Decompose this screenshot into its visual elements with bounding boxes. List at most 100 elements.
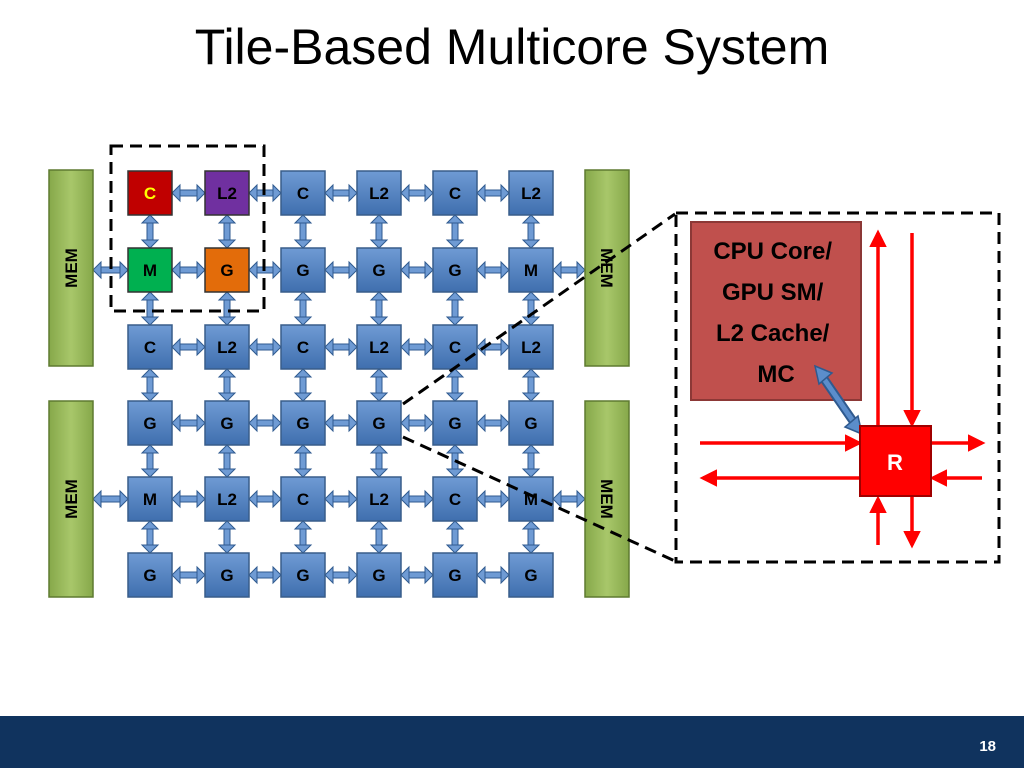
mesh-link-vertical [140, 214, 160, 249]
mem-bank-left-top: MEM [48, 169, 94, 367]
tile-c: C [127, 170, 173, 216]
mesh-link-horizontal [248, 337, 282, 357]
router-label: R [887, 450, 903, 475]
tile-label: M [143, 490, 157, 509]
tile-g: G [432, 247, 478, 293]
tile-c: C [127, 324, 173, 370]
tile-g: G [280, 552, 326, 598]
tile-label: G [220, 261, 233, 280]
slide-title: Tile-Based Multicore System [194, 19, 830, 75]
tile-label: C [297, 490, 309, 509]
tile-label: L2 [217, 490, 237, 509]
tile-label: G [524, 566, 537, 585]
mesh-link-horizontal [476, 260, 510, 280]
mesh-link-horizontal [171, 489, 206, 509]
mesh-link-vertical [369, 368, 389, 402]
mesh-link-vertical [217, 444, 237, 478]
mesh-link-vertical [369, 520, 389, 554]
tile-g: G [127, 400, 173, 446]
mesh-link-vertical [445, 214, 465, 249]
mesh-link-horizontal [324, 260, 358, 280]
mem-bank-right-bottom: MEM [584, 400, 630, 598]
tile-label: L2 [369, 184, 389, 203]
zoom-line-bottom [402, 435, 676, 563]
mesh-link-horizontal [476, 337, 510, 357]
tile-label: G [143, 566, 156, 585]
tile-label: G [220, 414, 233, 433]
mesh-link-vertical [521, 214, 541, 249]
mem-bank-label: MEM [62, 479, 81, 519]
mesh-link-vertical [217, 291, 237, 326]
tile-g: G [280, 247, 326, 293]
tile-label: C [297, 184, 309, 203]
mesh-link-horizontal [476, 183, 510, 203]
mem-link [552, 489, 586, 509]
tile-g: G [204, 400, 250, 446]
mem-bank-label: MEM [62, 248, 81, 288]
mesh-link-vertical [369, 214, 389, 249]
mesh-link-vertical [521, 368, 541, 402]
mesh-link-vertical [521, 520, 541, 554]
tile-l2: L2 [204, 170, 250, 216]
tile-g: G [508, 552, 554, 598]
mesh-link-horizontal [400, 565, 434, 585]
tile-g: G [204, 247, 250, 293]
tile-label: G [296, 261, 309, 280]
tile-label: M [524, 261, 538, 280]
mesh-link-horizontal [171, 260, 206, 280]
mesh-link-vertical [521, 291, 541, 326]
mesh-link-vertical [140, 291, 160, 326]
tile-g: G [127, 552, 173, 598]
router-detail-zoom: CPU Core/ GPU SM/ L2 Cache/ MC R [674, 211, 1001, 564]
tile-label: G [448, 566, 461, 585]
mesh-link-vertical [293, 368, 313, 402]
tile-label: G [372, 261, 385, 280]
mesh-link-vertical [293, 520, 313, 554]
footer-bar: 18 [0, 716, 1024, 768]
tile-c: C [280, 170, 326, 216]
mesh-link-horizontal [400, 183, 434, 203]
processing-element-block [690, 221, 862, 401]
tile-g: G [204, 552, 250, 598]
tile-label: G [448, 261, 461, 280]
mesh-link-vertical [293, 214, 313, 249]
tile-label: G [143, 414, 156, 433]
mem-bank-label: MEM [597, 479, 616, 519]
mesh-link-vertical [217, 214, 237, 249]
tile-l2: L2 [508, 324, 554, 370]
tile-label: G [372, 566, 385, 585]
mesh-link-vertical [445, 520, 465, 554]
tile-l2: L2 [204, 324, 250, 370]
mesh-link-horizontal [324, 337, 358, 357]
tile-label: G [448, 414, 461, 433]
tile-l2: L2 [356, 476, 402, 522]
mesh-link-horizontal [171, 565, 206, 585]
tile-l2: L2 [356, 170, 402, 216]
tile-g: G [356, 552, 402, 598]
tile-label: L2 [521, 338, 541, 357]
zoom-line-top [402, 212, 676, 406]
tile-label: G [372, 414, 385, 433]
tile-g: G [432, 552, 478, 598]
tile-g: G [356, 247, 402, 293]
mesh-link-horizontal [171, 337, 206, 357]
mesh-link-horizontal [171, 413, 206, 433]
mesh-link-horizontal [476, 413, 510, 433]
mesh-link-horizontal [248, 489, 282, 509]
mesh-link-horizontal [400, 489, 434, 509]
tile-label: C [144, 338, 156, 357]
tile-label: C [297, 338, 309, 357]
tile-label: L2 [217, 338, 237, 357]
tile-c: C [432, 324, 478, 370]
tile-label: M [143, 261, 157, 280]
tile-l2: L2 [204, 476, 250, 522]
tile-c: C [280, 324, 326, 370]
tile-label: G [296, 566, 309, 585]
mesh-link-horizontal [248, 565, 282, 585]
block-router-link [813, 364, 864, 436]
mesh-link-vertical [293, 291, 313, 326]
processing-element-label: CPU Core/ GPU SM/ L2 Cache/ MC [713, 238, 838, 388]
tile-g: G [432, 400, 478, 446]
tile-g: G [356, 400, 402, 446]
